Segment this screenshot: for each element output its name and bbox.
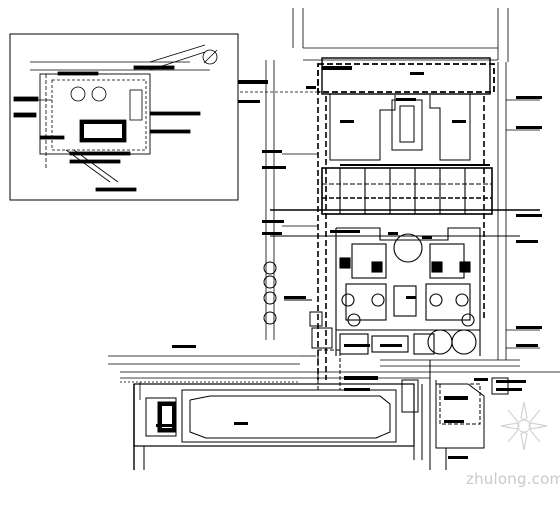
tank-icon	[455, 293, 469, 307]
well-icon	[263, 275, 277, 289]
tank-icon	[393, 233, 423, 263]
north-arrow-icon	[202, 49, 218, 65]
process-area	[270, 167, 540, 356]
well-icon	[263, 311, 277, 325]
southeast-building	[401, 360, 509, 470]
tank-icon	[461, 313, 475, 327]
tank-icon	[451, 329, 477, 355]
watermark-text: zhulong.com	[466, 470, 560, 488]
well-icon	[263, 291, 277, 305]
tank-icon	[427, 329, 453, 355]
tank-icon	[347, 313, 361, 327]
tank-icon	[341, 293, 355, 307]
well-icon	[263, 261, 277, 275]
pond	[133, 383, 423, 470]
watermark-logo-icon	[500, 401, 548, 451]
inset-key-plan	[9, 33, 239, 201]
west-equipment	[263, 261, 341, 391]
inset-tank-icon	[91, 86, 107, 102]
main-buildings	[317, 57, 495, 380]
tank-icon	[371, 293, 385, 307]
tank-icon	[429, 293, 443, 307]
label-marks	[156, 66, 542, 459]
inset-frame	[9, 33, 239, 201]
inset-tank-icon	[70, 86, 86, 102]
roads	[108, 8, 560, 379]
pipe-markers	[120, 91, 540, 400]
